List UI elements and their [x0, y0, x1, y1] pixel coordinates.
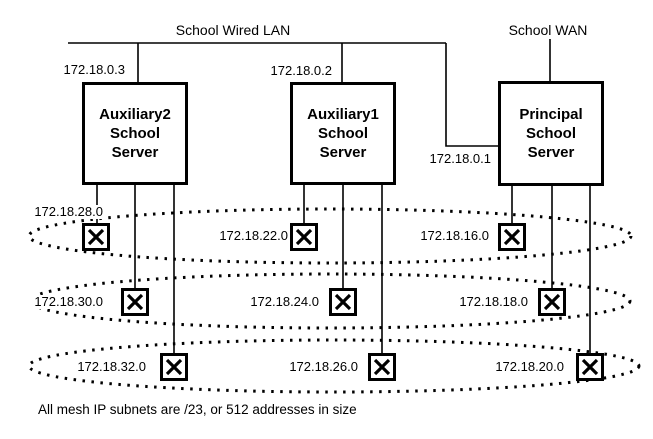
mesh-node-172-18-18-0: [538, 288, 566, 316]
server-name-line: Server: [319, 144, 367, 161]
subnet-label-172-18-28-0: 172.18.28.0: [26, 205, 104, 219]
mesh-node-172-18-16-0: [498, 223, 526, 251]
server-name-line: Principal: [519, 106, 583, 123]
lan-label: School Wired LAN: [175, 22, 291, 38]
mesh-node-172-18-26-0: [368, 353, 396, 381]
x-icon: [503, 228, 521, 246]
subnet-size-caption: All mesh IP subnets are /23, or 512 addr…: [38, 402, 357, 417]
mesh-node-172-18-30-0: [121, 288, 149, 316]
subnet-label-172-18-30-0: 172.18.30.0: [26, 295, 104, 309]
subnet-label-172-18-20-0: 172.18.20.0: [483, 360, 565, 374]
subnet-label-172-18-32-0: 172.18.32.0: [65, 360, 147, 374]
server-name-line: Auxiliary2: [99, 106, 171, 123]
lan-to-principal-line: [445, 43, 500, 147]
server-principal: Principal School Server: [498, 81, 604, 186]
x-icon: [543, 293, 561, 311]
x-icon: [87, 228, 105, 246]
subnet-label-172-18-26-0: 172.18.26.0: [277, 360, 359, 374]
x-icon: [165, 358, 183, 376]
ip-label-principal: 172.18.0.1: [429, 151, 491, 166]
mesh-node-172-18-20-0: [576, 353, 604, 381]
server-auxiliary2: Auxiliary2 School Server: [82, 82, 188, 185]
server-name-line: Server: [527, 144, 575, 161]
mesh-node-172-18-28-0: [82, 223, 110, 251]
server-auxiliary1: Auxiliary1 School Server: [290, 82, 396, 185]
mesh-ring-2: [28, 272, 632, 330]
server-name-line: Auxiliary1: [307, 106, 379, 123]
server-name-line: Server: [111, 144, 159, 161]
subnet-label-172-18-22-0: 172.18.22.0: [207, 229, 289, 243]
x-icon: [373, 358, 391, 376]
wan-label: School WAN: [508, 22, 588, 38]
x-icon: [334, 293, 352, 311]
x-icon: [126, 293, 144, 311]
x-icon: [581, 358, 599, 376]
mesh-node-172-18-24-0: [329, 288, 357, 316]
subnet-label-172-18-24-0: 172.18.24.0: [238, 295, 320, 309]
mesh-ring-1: [27, 207, 633, 265]
mesh-ring-3: [27, 338, 641, 394]
ip-label-auxiliary2: 172.18.0.3: [63, 62, 125, 77]
subnet-label-172-18-16-0: 172.18.16.0: [408, 229, 490, 243]
server-name-line: School: [525, 125, 576, 142]
server-name-line: School: [317, 125, 368, 142]
x-icon: [295, 228, 313, 246]
mesh-node-172-18-32-0: [160, 353, 188, 381]
ip-label-auxiliary1: 172.18.0.2: [270, 63, 332, 78]
mesh-node-172-18-22-0: [290, 223, 318, 251]
server-name-line: School: [109, 125, 160, 142]
subnet-label-172-18-18-0: 172.18.18.0: [447, 295, 529, 309]
